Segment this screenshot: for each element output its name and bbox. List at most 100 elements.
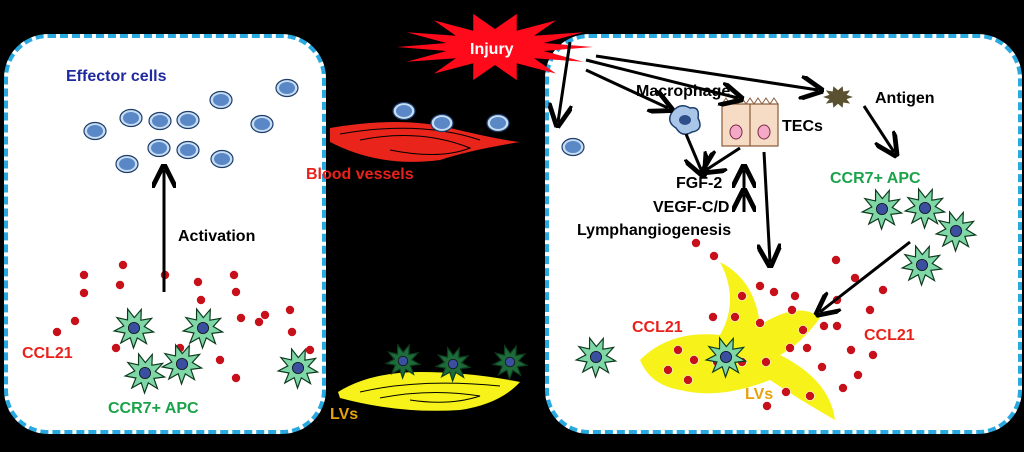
apc-cell-icon [574, 336, 618, 379]
ccl21-dot-icon [831, 255, 841, 265]
apc-cell-icon [112, 307, 156, 350]
ccl21-dot-icon [689, 355, 699, 365]
ccl21-dot-icon [663, 365, 673, 375]
antigen-label: Antigen [875, 90, 935, 107]
ccr7-apc-label-left: CCR7+ APC [108, 400, 199, 417]
ccl21-dot-icon [850, 273, 860, 283]
apc-cell-dark-icon [491, 344, 529, 381]
blood-vessels-label: Blood vessels [306, 166, 414, 183]
ccl21-dot-icon [193, 277, 203, 287]
apc-cell-icon [860, 188, 904, 231]
ccl21-dot-icon [70, 316, 80, 326]
ccl21-dot-icon [761, 357, 771, 367]
ccl21-dot-icon [287, 327, 297, 337]
ccl21-dot-icon [79, 288, 89, 298]
antigen-to-apc-arrow [862, 105, 894, 152]
ccl21-dot-icon [737, 291, 747, 301]
ccl21-dot-icon [819, 321, 829, 331]
apc-cell-icon [900, 244, 944, 287]
effector-cell-icon [392, 101, 416, 121]
ccl21-dot-icon [762, 401, 772, 411]
fgf2-label: FGF-2 [676, 175, 723, 192]
ccl21-dot-icon [683, 375, 693, 385]
ccl21-dot-icon [769, 287, 779, 297]
apc-cell-dark-icon [384, 343, 422, 380]
ccl21-dot-icon [832, 321, 842, 331]
ccl21-label-right-a: CCL21 [632, 319, 683, 336]
ccl21-dot-icon [305, 345, 315, 355]
injury-burst-icon [397, 13, 593, 81]
tecs-to-lv-arrow [764, 151, 770, 262]
ccl21-dot-icon [231, 287, 241, 297]
macrophage-to-fgf-arrow [686, 133, 702, 172]
apc-cell-icon [181, 307, 225, 350]
effector-cell-icon [147, 138, 171, 158]
apc-cell-icon [276, 347, 320, 390]
tecs-to-fgf-arrow [706, 146, 741, 170]
ccl21-dot-icon [111, 343, 121, 353]
injury-label: Injury [470, 41, 514, 58]
ccl21-dot-icon [846, 345, 856, 355]
effector-cell-icon [119, 108, 143, 128]
ccl21-dot-icon [785, 343, 795, 353]
ccl21-dot-icon [838, 383, 848, 393]
ccl21-dot-icon [196, 295, 206, 305]
macrophage-label: Macrophage [636, 83, 731, 100]
ccl21-dot-icon [231, 373, 241, 383]
ccl21-dot-icon [730, 312, 740, 322]
blood-vessel-outline [339, 127, 481, 155]
ccl21-dot-icon [878, 285, 888, 295]
effector-cell-icon [83, 121, 107, 141]
ccl21-dot-icon [755, 318, 765, 328]
apc-cell-dark-icon [434, 346, 472, 383]
ccl21-dot-icon [691, 238, 701, 248]
ccl21-dot-icon [708, 312, 718, 322]
injury-to-macrophage-arrow [585, 68, 668, 108]
ccl21-label-left: CCL21 [22, 345, 73, 362]
tecs-label: TECs [782, 118, 823, 135]
ccl21-dot-icon [215, 355, 225, 365]
apc-cell-icon [160, 343, 204, 386]
effector-cell-icon [115, 154, 139, 174]
ccl21-dot-icon [79, 270, 89, 280]
antigen-icon [823, 86, 853, 108]
ccl21-dot-icon [868, 350, 878, 360]
apc-cell-icon [123, 352, 167, 395]
ccl21-dot-icon [787, 305, 797, 315]
apc-to-lv-arrow [820, 240, 911, 312]
ccl21-dot-icon [285, 305, 295, 315]
lymphangiogenesis-label: Lymphangiogenesis [577, 222, 732, 239]
lymphatic-vessel-outline [359, 382, 501, 403]
ccl21-dot-icon [755, 281, 765, 291]
lvs-label-right: LVs [745, 386, 774, 403]
ccl21-dot-icon [817, 362, 827, 372]
ccl21-dot-icon [865, 305, 875, 315]
ccl21-dot-icon [115, 280, 125, 290]
ccl21-dot-icon [798, 325, 808, 335]
effector-cell-icon [275, 78, 299, 98]
effector-cells-label: Effector cells [66, 68, 167, 85]
effector-cell-icon [210, 149, 234, 169]
ccl21-dot-icon [790, 291, 800, 301]
apc-cell-icon [704, 336, 748, 379]
ccl21-dot-icon [781, 387, 791, 397]
ccl21-dot-icon [709, 251, 719, 261]
ccr7-apc-label-right: CCR7+ APC [830, 170, 921, 187]
effector-cell-icon [486, 113, 510, 133]
ccl21-dot-icon [118, 260, 128, 270]
ccl21-dot-icon [254, 317, 264, 327]
injury-to-tecs-arrow [585, 58, 738, 98]
macrophage-icon [669, 105, 701, 135]
apc-cell-icon [903, 187, 947, 230]
effector-cell-icon [176, 140, 200, 160]
apc-cell-icon [934, 210, 978, 253]
vegf-label: VEGF-C/D [653, 199, 730, 216]
ccl21-dot-icon [260, 310, 270, 320]
effector-cell-icon [148, 111, 172, 131]
effector-cell-icon [561, 137, 585, 157]
ccl21-dot-icon [236, 313, 246, 323]
blood-vessel-icon [330, 122, 520, 162]
effector-cell-icon [209, 90, 233, 110]
